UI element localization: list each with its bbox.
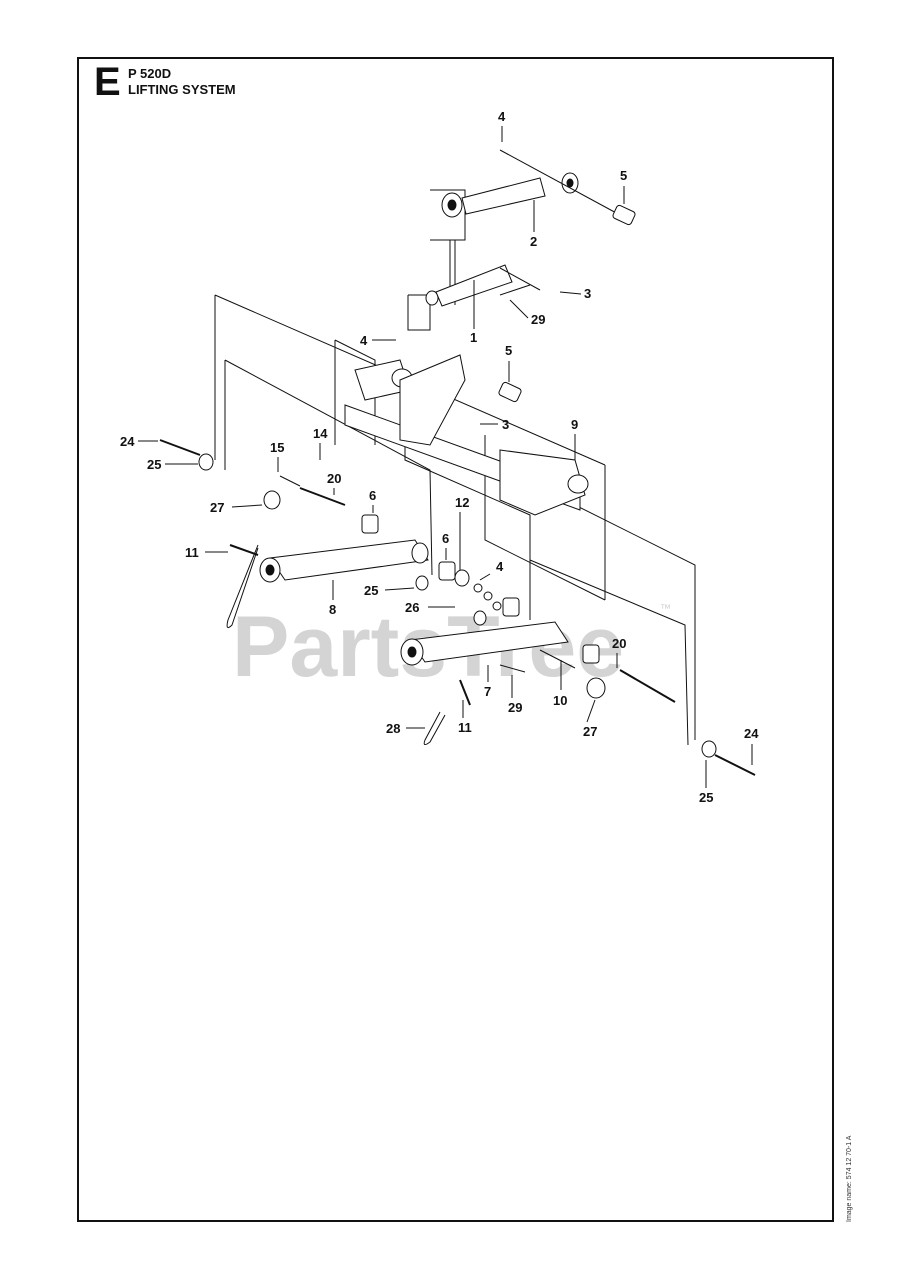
- callout: 26: [405, 600, 419, 615]
- callout: 6: [369, 488, 376, 503]
- callout: 29: [508, 700, 522, 715]
- callout: 15: [270, 440, 284, 455]
- callout: 5: [620, 168, 627, 183]
- callout: 25: [147, 457, 161, 472]
- callout: 25: [699, 790, 713, 805]
- image-name-footer: Image name: 574 12 70-1 A: [846, 1135, 853, 1222]
- callout: 24: [744, 726, 759, 741]
- callout: 4: [496, 559, 504, 574]
- callout-labels: 4 5 2 3 29 1 4 5 3 9 24 25 15 14 20 6 27…: [120, 109, 759, 805]
- callout: 8: [329, 602, 336, 617]
- lift-frame: [344, 354, 589, 516]
- callout: 27: [583, 724, 597, 739]
- callout: 2: [530, 234, 537, 249]
- callout: 3: [584, 286, 591, 301]
- bushings: [263, 490, 606, 699]
- callout: 29: [531, 312, 545, 327]
- callout: 4: [498, 109, 506, 124]
- pin-mid: [498, 381, 522, 403]
- lift-arm-left: [259, 539, 429, 583]
- callout: 3: [502, 417, 509, 432]
- callout: 9: [571, 417, 578, 432]
- callout: 6: [442, 531, 449, 546]
- callout: 1: [470, 330, 477, 345]
- callout: 20: [612, 636, 626, 651]
- bolts: [159, 439, 756, 776]
- callout: 24: [120, 434, 135, 449]
- hydraulic-cylinder-upper: [441, 149, 621, 218]
- callout: 25: [364, 583, 378, 598]
- section-letter: E: [94, 60, 121, 104]
- model-title: P 520D: [128, 66, 172, 81]
- pin-upper: [612, 204, 636, 226]
- callout: 20: [327, 471, 341, 486]
- callout: 14: [313, 426, 328, 441]
- washers: [198, 453, 717, 758]
- hydraulic-cylinder-lower: [425, 264, 541, 307]
- callout: 27: [210, 500, 224, 515]
- callout: 7: [484, 684, 491, 699]
- callout: 12: [455, 495, 469, 510]
- callout: 11: [185, 545, 199, 560]
- page-frame: [77, 57, 834, 1222]
- callout: 5: [505, 343, 512, 358]
- callout: 4: [360, 333, 368, 348]
- callout: 28: [386, 721, 400, 736]
- callout: 11: [458, 720, 472, 735]
- spring-clips: [226, 284, 531, 746]
- section-title: LIFTING SYSTEM: [128, 82, 236, 97]
- watermark-tm: ™: [660, 603, 671, 615]
- leader-lines: [138, 126, 753, 788]
- callout: 10: [553, 693, 567, 708]
- lift-arm-right: [400, 621, 569, 666]
